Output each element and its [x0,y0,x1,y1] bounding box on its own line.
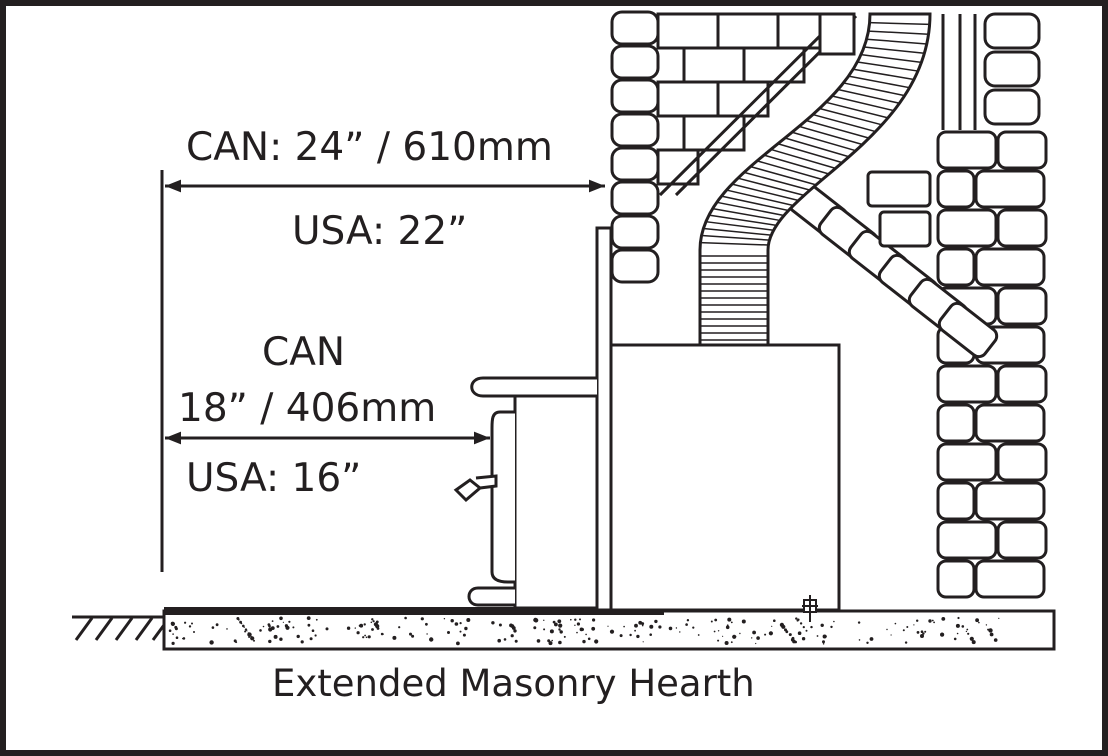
brick [983,88,1041,126]
brick [610,78,660,114]
brick [610,214,660,250]
insert-top-shelf [470,376,597,398]
brick [983,12,1041,50]
upper-rect-bricks [866,170,932,248]
brick [610,10,660,46]
brick [974,481,1046,521]
floor-hatch [72,615,166,641]
angled-brick-course [787,181,999,359]
brick [936,130,998,170]
masonry-hearth [162,607,1056,651]
brick [996,364,1048,404]
brick [974,169,1046,209]
brick [610,44,660,80]
brick [983,50,1041,88]
brick [996,520,1048,560]
insert-bottom-lip [467,586,515,607]
brick [936,169,976,209]
brick [610,146,660,182]
brick [936,559,976,599]
left-brick-column [610,10,660,284]
hearth-protector-plate [164,607,664,615]
brick [996,130,1048,170]
brick [974,403,1046,443]
insert-surround-panel [595,226,613,612]
brick [974,559,1046,599]
brick [936,364,998,404]
insert-door-body [513,394,599,610]
brick [936,208,998,248]
brick [610,180,660,216]
top-clearance-usa-label: USA: 22” [292,209,468,254]
fireplace-insert [453,226,841,622]
insert-door-glass [490,410,515,584]
top-clearance-canada-label: CAN: 24” / 610mm [186,125,553,170]
side-clearance-usa-label: USA: 16” [186,456,362,501]
leveling-leg-icon [802,595,818,622]
brick [996,286,1048,326]
side-clearance-canada-label: CAN [262,330,346,375]
brick [936,403,976,443]
brick [996,442,1048,482]
flexible-flue-liner [698,12,932,347]
brick [937,301,999,359]
hearth-aggregate [168,616,1000,646]
brick [610,112,660,148]
right-brick-column [936,12,1048,599]
brick [974,247,1046,287]
brick [996,208,1048,248]
brick [936,481,976,521]
clearance-dimensions [160,170,605,572]
brick [936,442,998,482]
side-clearance-canada-value: 18” / 406mm [178,386,437,431]
insert-firebox [609,343,841,612]
door-handle-icon [453,474,498,503]
brick [936,520,998,560]
brick [610,248,660,284]
hearth-caption: Extended Masonry Hearth [272,662,755,705]
brick [936,247,976,287]
